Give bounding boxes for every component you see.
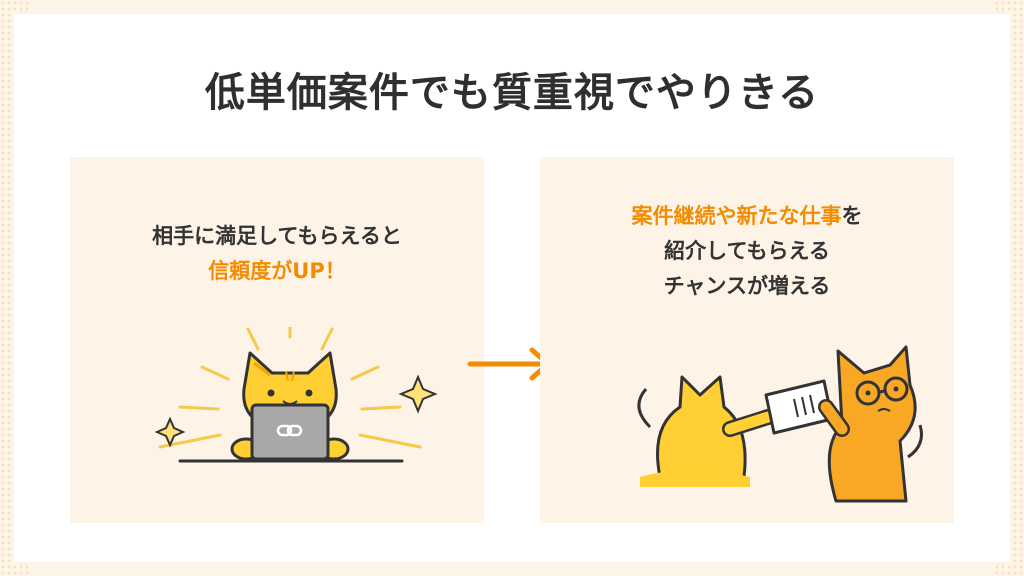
cat-laptop-illustration (154, 327, 438, 463)
glasses-icon (855, 380, 881, 406)
right-text-highlight: 案件継続や新たな仕事 (631, 204, 842, 228)
link-icon (276, 424, 303, 437)
laptop-icon (250, 403, 330, 461)
left-text-line1: 相手に満足してもらえると (152, 224, 402, 248)
right-text-line1-tail: を (841, 204, 863, 228)
left-text-highlight: 信頼度がUP！ (208, 259, 346, 283)
sparkle-icon (398, 374, 438, 414)
right-text-line1: 案件継続や新たな仕事を (540, 199, 954, 234)
left-panel: 相手に満足してもらえると 信頼度がUP！ (70, 157, 484, 523)
slide-title: 低単価案件でも質重視でやりきる (204, 70, 820, 116)
cat-glasses-icon (818, 345, 923, 503)
right-panel-text: 案件継続や新たな仕事を 紹介してもらえる チャンスが増える (540, 199, 954, 304)
right-text-line2: 紹介してもらえる (664, 239, 830, 263)
right-panel: 案件継続や新たな仕事を 紹介してもらえる チャンスが増える (540, 157, 954, 523)
sparkle-icon (154, 416, 186, 448)
right-text-line3: チャンスが増える (663, 274, 831, 298)
left-panel-text: 相手に満足してもらえると 信頼度がUP！ (70, 219, 484, 289)
cat-back-icon (637, 375, 776, 487)
cats-handing-document-illustration (637, 345, 923, 503)
